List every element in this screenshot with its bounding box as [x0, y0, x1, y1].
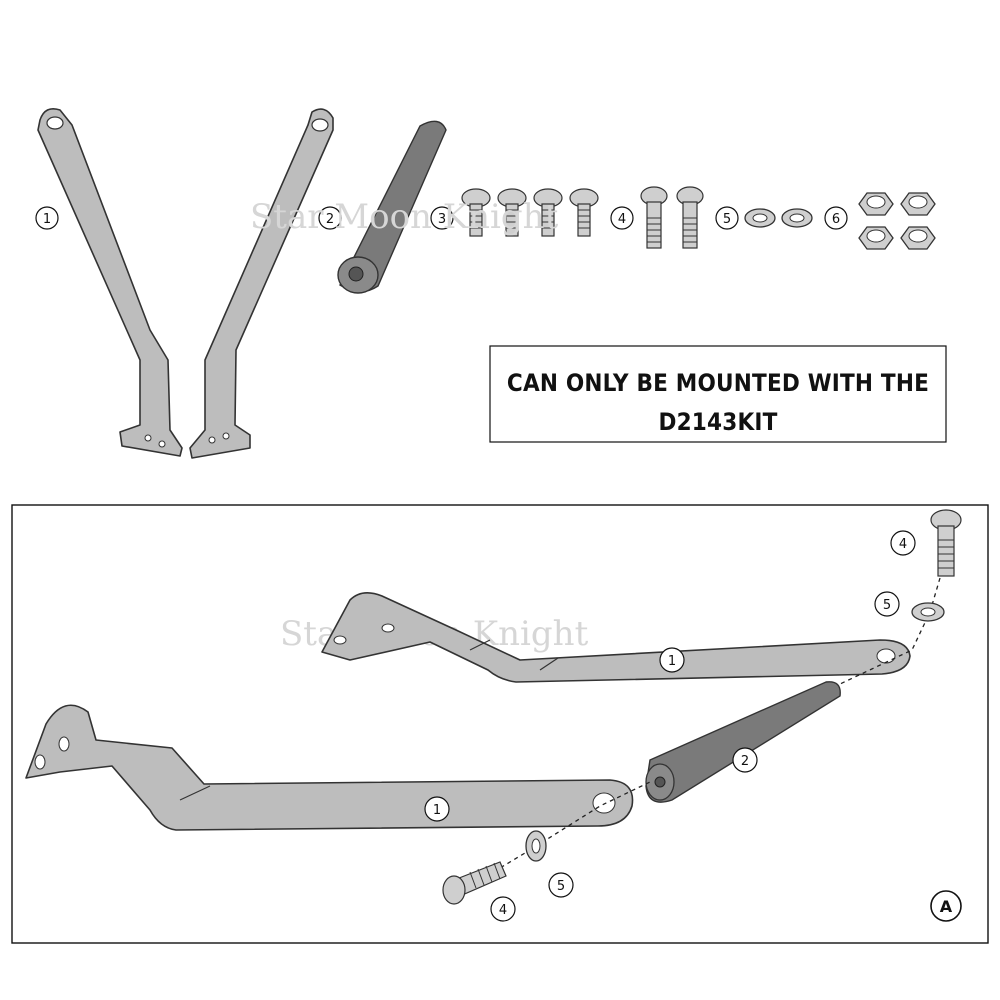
svg-text:A: A: [940, 897, 953, 916]
svg-text:4: 4: [499, 903, 507, 918]
tube-spacer: [337, 120, 447, 294]
bolts-short: [461, 188, 599, 237]
svg-text:4: 4: [618, 212, 626, 227]
callout-assembly-5-lower: 5: [548, 872, 574, 898]
assembly-bracket-lower: [25, 704, 634, 831]
svg-text:6: 6: [832, 212, 840, 227]
assembly-bolt-lower: [442, 861, 507, 905]
watermark-top: Star Moon Knight: [250, 197, 559, 237]
washers: [744, 208, 813, 228]
callout-top-2: 2: [318, 206, 342, 230]
assembly-washer-upper: [911, 602, 945, 622]
assembly-bracket-upper: [321, 592, 911, 683]
callout-assembly-5-upper: 5: [874, 591, 900, 617]
note-line-1: CAN ONLY BE MOUNTED WITH THE: [507, 369, 929, 397]
svg-text:2: 2: [326, 212, 334, 227]
callout-top-4: 4: [610, 206, 634, 230]
assembly-washer-lower: [525, 830, 547, 862]
assembly-tube-spacer: [645, 681, 841, 803]
svg-text:5: 5: [883, 598, 891, 613]
callout-assembly-1-lower: 1: [424, 796, 450, 822]
bracket-left: [37, 107, 183, 457]
svg-text:3: 3: [438, 212, 446, 227]
svg-text:1: 1: [668, 654, 676, 669]
assembly-bolt-upper: [930, 509, 962, 577]
svg-text:2: 2: [741, 754, 749, 769]
svg-text:5: 5: [557, 879, 565, 894]
bolts-long: [640, 186, 704, 249]
bracket-right: [189, 108, 334, 459]
assembly-label: A: [930, 890, 962, 922]
mounting-note: CAN ONLY BE MOUNTED WITH THE D2143KIT: [489, 345, 947, 443]
svg-text:4: 4: [899, 537, 907, 552]
svg-text:1: 1: [43, 212, 51, 227]
callout-top-6: 6: [824, 206, 848, 230]
callout-top-3: 3: [430, 206, 454, 230]
note-line-2: D2143KIT: [658, 408, 777, 436]
callout-top-1: 1: [35, 206, 59, 230]
callout-top-5: 5: [715, 206, 739, 230]
callout-assembly-2: 2: [732, 747, 758, 773]
callout-assembly-4-lower: 4: [490, 896, 516, 922]
svg-text:1: 1: [433, 803, 441, 818]
callout-assembly-4-upper: 4: [890, 530, 916, 556]
alignment-line-lower: [479, 781, 651, 881]
svg-text:5: 5: [723, 212, 731, 227]
alignment-line-upper: [839, 577, 941, 685]
nuts: [858, 192, 936, 250]
callout-assembly-1-upper: 1: [659, 647, 685, 673]
